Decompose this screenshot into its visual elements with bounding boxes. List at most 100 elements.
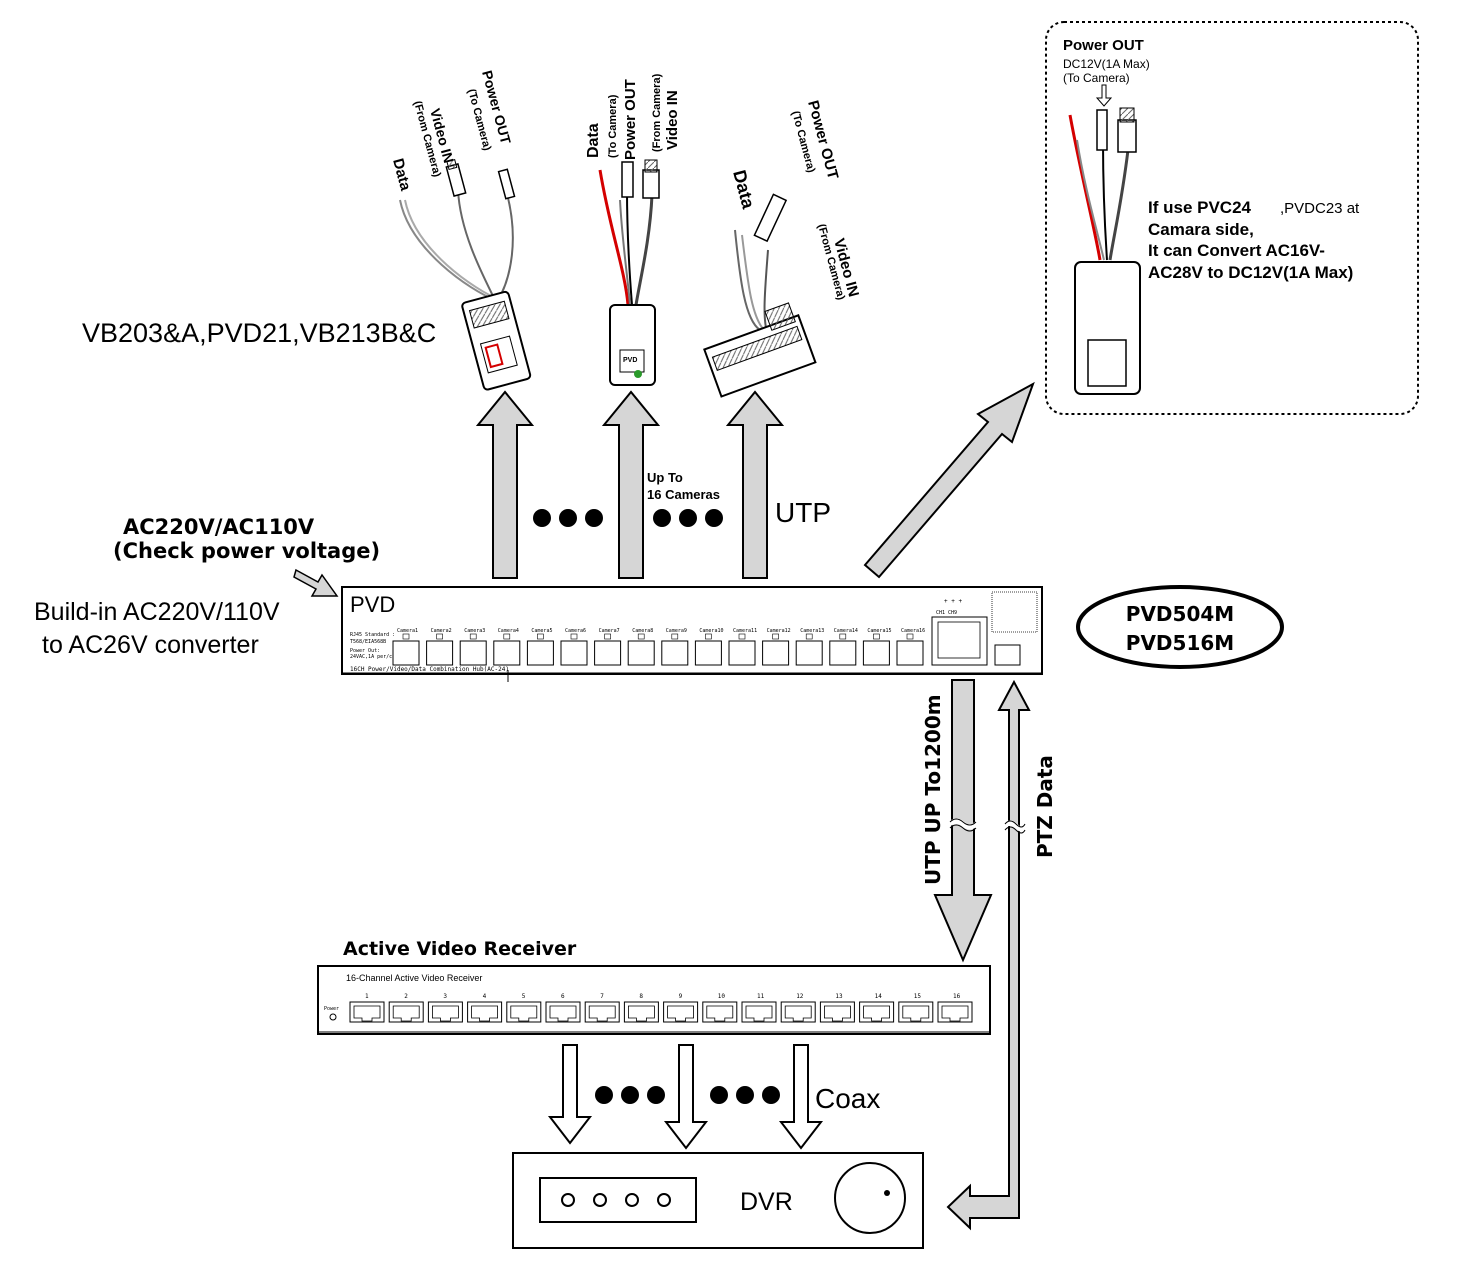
inset-sub-line1: DC12V(1A Max) (1063, 57, 1150, 71)
hub-port-label: Camera6 (565, 628, 586, 634)
power-input-line1: AC220V/AC110V (123, 515, 315, 539)
svg-text:T568/EIA568B: T568/EIA568B (350, 639, 386, 645)
hub-port (862, 640, 890, 666)
hub-port (426, 640, 454, 666)
hub-port-led (436, 633, 443, 640)
up-arrow-3 (725, 390, 785, 579)
utp-long-arrow (933, 679, 993, 963)
receiver-port (584, 1001, 620, 1023)
ellipsis-dots-lower-left (595, 1086, 665, 1104)
inset-note-line4: AC28V to DC12V(1A Max) (1148, 263, 1353, 282)
receiver-channel-number: 3 (443, 993, 447, 1000)
models-ellipse: PVD504M PVD516M (1076, 585, 1284, 669)
hub-port (627, 640, 655, 666)
inset-title: Power OUT (1063, 37, 1144, 54)
svg-text:PVD: PVD (623, 357, 637, 364)
diagonal-arrow-to-inset (863, 381, 1035, 579)
receiver-channel-number: 1 (365, 993, 369, 1000)
hub-port (795, 640, 823, 666)
hub-port-led (503, 633, 511, 640)
svg-text:Power: Power (324, 1006, 339, 1012)
up-arrow-2 (601, 390, 661, 579)
balun-2-power-out-sub: (To Camera) (607, 94, 619, 158)
utp-label: UTP (775, 497, 831, 528)
receiver-port-jack (510, 1005, 538, 1022)
hub-port (392, 640, 420, 666)
hub-port (560, 640, 588, 666)
ellipsis-dots-upper-left (533, 509, 603, 527)
hub-port-led (705, 633, 712, 640)
hub-port-led (604, 633, 611, 640)
receiver-port (545, 1001, 581, 1023)
hub-port-label: Camera11 (733, 628, 757, 634)
hub-port (661, 640, 689, 666)
hub-port-led (873, 633, 880, 640)
receiver-port (898, 1001, 934, 1023)
converter-note-line1: Build-in AC220V/110V (34, 598, 280, 626)
receiver-port (819, 1001, 855, 1023)
coax-arrow-1 (547, 1044, 593, 1145)
hub-port-led (537, 633, 544, 640)
inset-note-line2: Camara side, (1148, 220, 1254, 239)
hub-brand: PVD (350, 592, 395, 617)
receiver-port (663, 1001, 699, 1023)
dvr-device: DVR (512, 1152, 924, 1249)
receiver-port (388, 1001, 424, 1023)
coax-arrow-2 (663, 1044, 709, 1150)
coax-label: Coax (815, 1083, 880, 1114)
hub-port-label: Camera14 (834, 628, 858, 634)
up-arrow-1 (475, 390, 535, 579)
receiver-port-jack (784, 1005, 812, 1022)
receiver-port (937, 1001, 973, 1023)
receiver-port (506, 1001, 542, 1023)
ptz-data-arrow (946, 679, 1031, 1231)
hub-port-label: Camera9 (666, 628, 687, 634)
receiver-device: 16-Channel Active Video Receiver Power 1… (317, 965, 991, 1035)
hub-port-label: Camera8 (632, 628, 653, 634)
hub-port-led (805, 633, 813, 640)
hub-port-label: Camera13 (800, 628, 824, 634)
balun-1-models: VB203&A,PVD21,VB213B&C (82, 318, 436, 348)
receiver-port-jack (941, 1005, 969, 1022)
hub-port-led (839, 633, 847, 640)
coax-arrow-3 (778, 1044, 824, 1150)
receiver-port (780, 1001, 816, 1023)
converter-note-line2: to AC26V converter (42, 631, 259, 659)
receiver-port (741, 1001, 777, 1023)
balun-2-data-label: Data (585, 123, 602, 158)
receiver-port (623, 1001, 659, 1023)
hub-port-label: Camera16 (901, 628, 925, 634)
models-line2: PVD516M (1126, 631, 1234, 655)
receiver-port-jack (588, 1005, 616, 1022)
receiver-port-jack (863, 1005, 890, 1022)
hub-port-label: Camera12 (767, 628, 791, 634)
receiver-channel-number: 10 (718, 993, 726, 1000)
svg-text:CH1 CH9: CH1 CH9 (936, 610, 957, 616)
receiver-channel-number: 4 (483, 993, 487, 1000)
balun-1-device (399, 159, 532, 391)
balun-2-power-out-label: Power OUT (622, 79, 639, 160)
hub-port (694, 640, 722, 666)
hub-port (459, 640, 487, 666)
ellipsis-dots-upper-right (653, 509, 723, 527)
receiver-port-jack (471, 1005, 498, 1022)
receiver-port (349, 1001, 385, 1023)
balun-2-video-in-sub: (From Camera) (651, 73, 663, 152)
ptz-label: PTZ Data (1033, 755, 1057, 858)
receiver-port (427, 1001, 463, 1023)
hub-port (493, 640, 521, 666)
cameras-note-line2: 16 Cameras (647, 487, 720, 502)
receiver-channel-number: 11 (757, 993, 765, 1000)
receiver-port-jack (902, 1005, 930, 1022)
power-input-line2: (Check power voltage) (113, 539, 380, 563)
balun-3-labels: Data Power OUT (To Camera) Video IN (Fro… (729, 99, 862, 302)
receiver-port-jack (706, 1005, 734, 1022)
receiver-channel-number: 8 (639, 993, 643, 1000)
balun-1-data-label: Data (389, 157, 414, 193)
receiver-port (467, 1001, 503, 1023)
hub-port-led (637, 633, 645, 640)
receiver-channel-number: 15 (914, 993, 922, 1000)
